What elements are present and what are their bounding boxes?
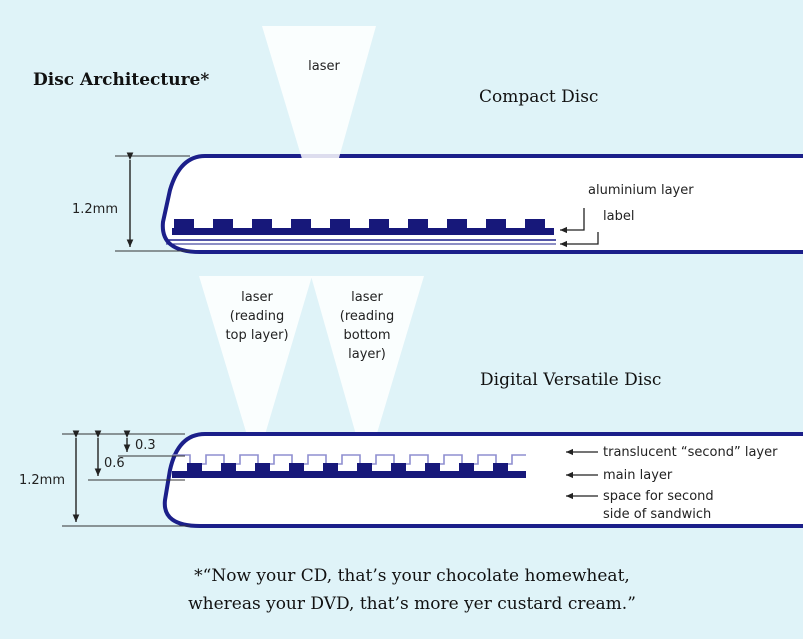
dvd-main-pit xyxy=(255,463,270,472)
dvd-main-pit xyxy=(323,463,338,472)
dvd-laser-beam-top xyxy=(199,276,312,465)
dvd-main-layer-track xyxy=(172,463,526,478)
dvd-space-label-line1: space for second xyxy=(603,489,714,504)
cd-heading: Compact Disc xyxy=(479,87,598,107)
dvd-laser-top-line2: (reading xyxy=(230,309,284,324)
dvd-main-base xyxy=(172,471,526,478)
dvd-main-pit xyxy=(187,463,202,472)
dvd-main-pit xyxy=(391,463,406,472)
dvd-laser-top-line3: top layer) xyxy=(225,328,288,343)
dvd-laser-top-line1: laser xyxy=(241,290,273,305)
cd-pit xyxy=(408,219,428,229)
dvd-laser-bottom-line4: layer) xyxy=(348,347,386,362)
dvd-laser-bottom-label: laser (reading bottom layer) xyxy=(340,290,394,362)
cd-pit xyxy=(486,219,506,229)
cd-label-arrow xyxy=(560,232,599,248)
cd-label-label: label xyxy=(603,209,634,224)
dvd-laser-bottom-line2: (reading xyxy=(340,309,394,324)
caption-line2: whereas your DVD, that’s more yer custar… xyxy=(188,594,636,614)
dvd-main-pit xyxy=(357,463,372,472)
cd-pit xyxy=(174,219,194,229)
cd-aluminium-arrow xyxy=(560,208,585,234)
dvd-laser-beam-bottom xyxy=(311,276,424,470)
cd-pit xyxy=(525,219,545,229)
caption-line1: *“Now your CD, that’s your chocolate hom… xyxy=(194,566,630,586)
dvd-main-pit xyxy=(221,463,236,472)
cd-pit xyxy=(447,219,467,229)
dvd-main-pit xyxy=(459,463,474,472)
dvd-dim-03-label: 0.3 xyxy=(135,438,156,453)
cd-aluminium-label: aluminium layer xyxy=(588,183,694,198)
dvd-translucent-label: translucent “second” layer xyxy=(603,445,778,460)
dvd-main-pit xyxy=(425,463,440,472)
cd-pit-track xyxy=(172,219,554,235)
cd-pit xyxy=(291,219,311,229)
dvd-dim-06-label: 0.6 xyxy=(104,456,125,471)
cd-pit-base xyxy=(172,228,554,235)
cd-laser-beam xyxy=(262,26,376,222)
cd-disc-body xyxy=(160,154,803,254)
cd-pit xyxy=(213,219,233,229)
diagram-title: Disc Architecture* xyxy=(33,70,209,90)
dvd-laser-bottom-line1: laser xyxy=(351,290,383,305)
dvd-laser-top-label: laser (reading top layer) xyxy=(225,290,288,343)
dvd-space-label-line2: side of sandwich xyxy=(603,507,711,522)
cd-pit xyxy=(330,219,350,229)
dvd-main-pit xyxy=(493,463,508,472)
dvd-laser-bottom-line3: bottom xyxy=(343,328,390,343)
dvd-thickness-label: 1.2mm xyxy=(19,473,65,488)
cd-thickness-label: 1.2mm xyxy=(72,202,118,217)
dvd-heading: Digital Versatile Disc xyxy=(480,370,661,390)
dvd-main-label: main layer xyxy=(603,468,673,483)
cd-pit xyxy=(252,219,272,229)
dvd-disc-body xyxy=(162,432,803,528)
cd-pit xyxy=(369,219,389,229)
dvd-main-pit xyxy=(289,463,304,472)
cd-laser-label: laser xyxy=(308,59,340,74)
